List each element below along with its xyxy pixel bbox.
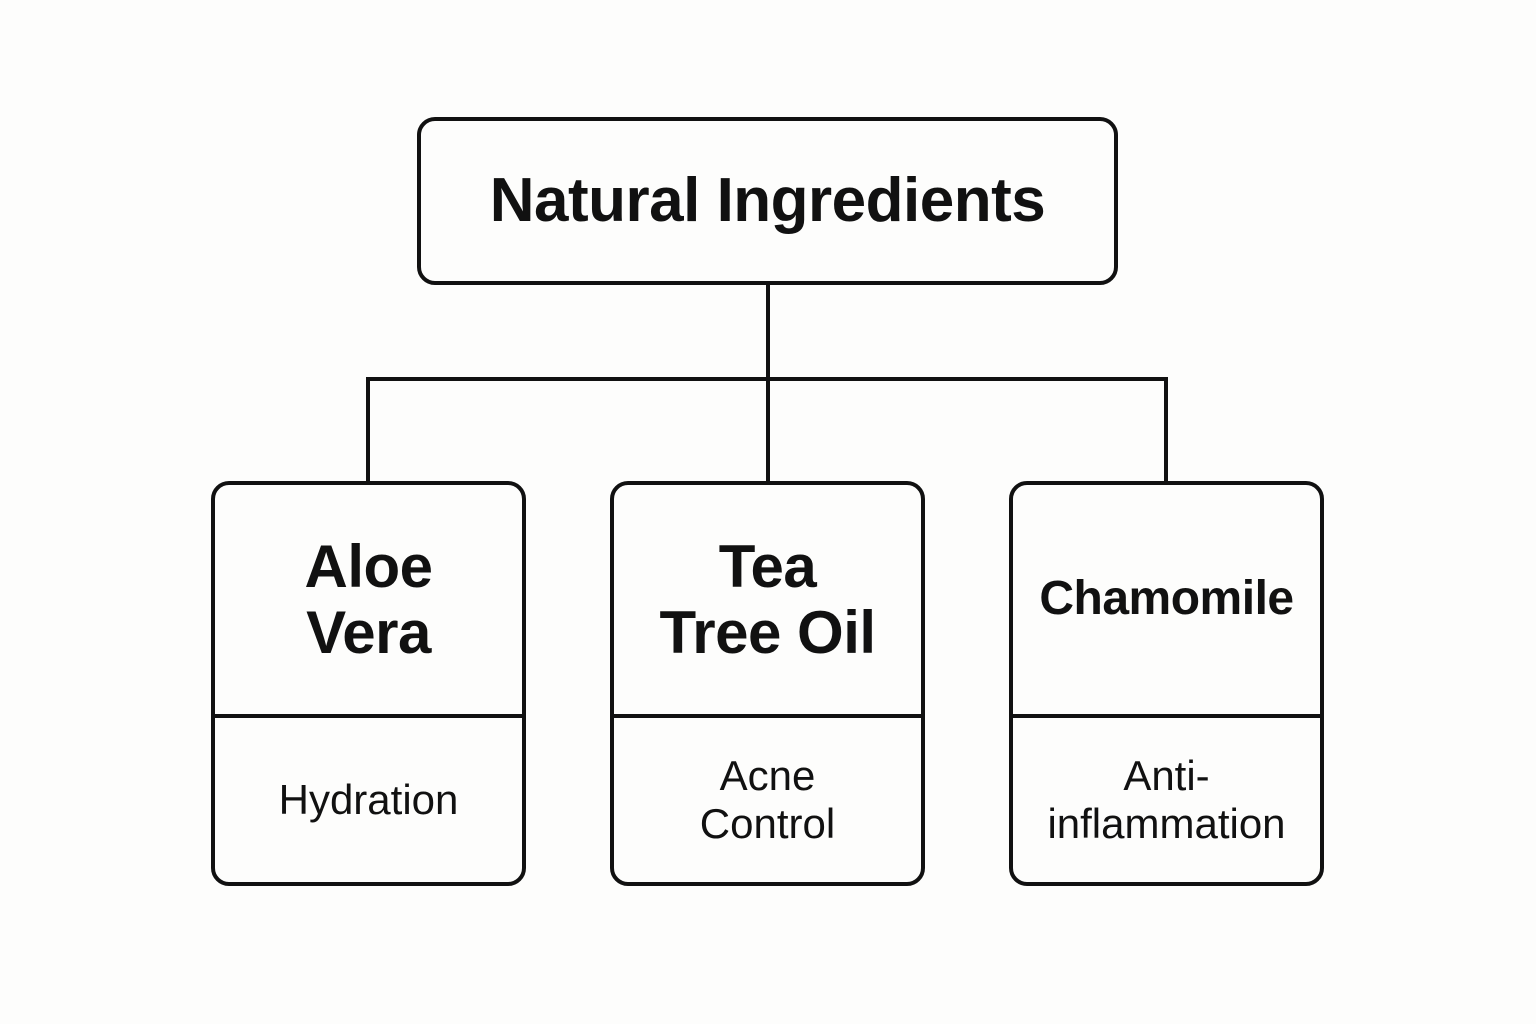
ingredient-name: Chamomile [1013, 485, 1320, 718]
child-node-aloe-vera: Aloe Vera Hydration [211, 481, 526, 886]
ingredient-benefit-line: Anti- [1123, 751, 1210, 799]
ingredient-benefit: Anti- inflammation [1013, 718, 1320, 882]
ingredient-name-line: Chamomile [1039, 572, 1294, 626]
root-node-label: Natural Ingredients [489, 166, 1046, 235]
root-node: Natural Ingredients [417, 117, 1118, 285]
ingredient-benefit-line: Control [699, 800, 836, 847]
child-node-tea-tree-oil: Tea Tree Oil Acne Control [610, 481, 925, 886]
ingredient-name-line: Tea [718, 532, 817, 600]
ingredient-name: Aloe Vera [215, 485, 522, 718]
ingredient-benefit: Hydration [215, 718, 522, 882]
ingredient-name-line: Tree Oil [659, 598, 876, 666]
ingredient-name: Tea Tree Oil [614, 485, 921, 718]
ingredient-benefit-line: Acne [719, 751, 816, 799]
child-node-chamomile: Chamomile Anti- inflammation [1009, 481, 1324, 886]
ingredient-benefit-line: Hydration [278, 775, 459, 823]
ingredient-benefit-line: inflammation [1047, 800, 1286, 847]
ingredient-name-line: Aloe [304, 532, 433, 600]
ingredient-name-line: Vera [306, 598, 431, 666]
ingredient-benefit: Acne Control [614, 718, 921, 882]
